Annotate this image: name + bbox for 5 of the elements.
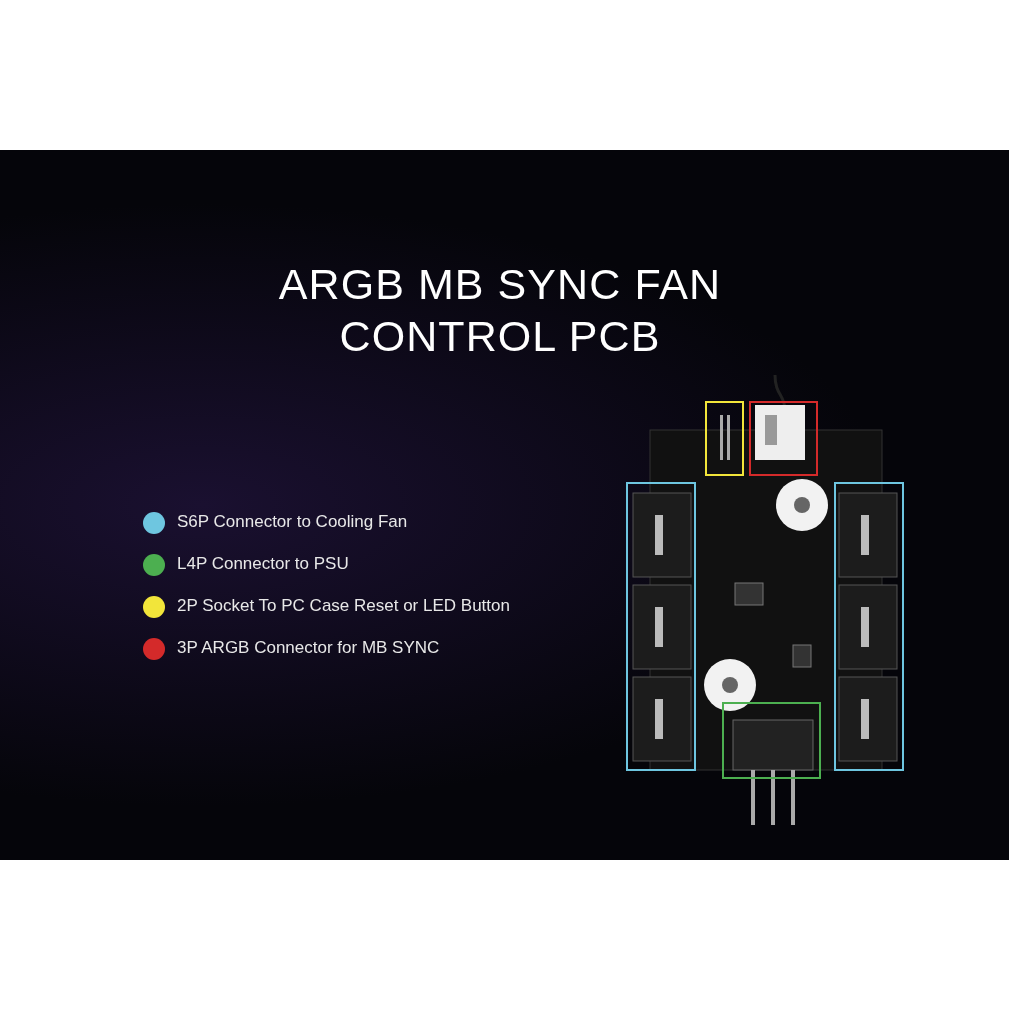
legend-text: L4P Connector to PSU <box>177 554 349 574</box>
title: ARGB MB SYNC FAN CONTROL PCB <box>277 259 723 362</box>
legend-text: 3P ARGB Connector for MB SYNC <box>177 638 440 658</box>
legend-text: S6P Connector to Cooling Fan <box>177 512 408 532</box>
legend-text: 2P Socket To PC Case Reset or LED Button <box>177 596 510 616</box>
